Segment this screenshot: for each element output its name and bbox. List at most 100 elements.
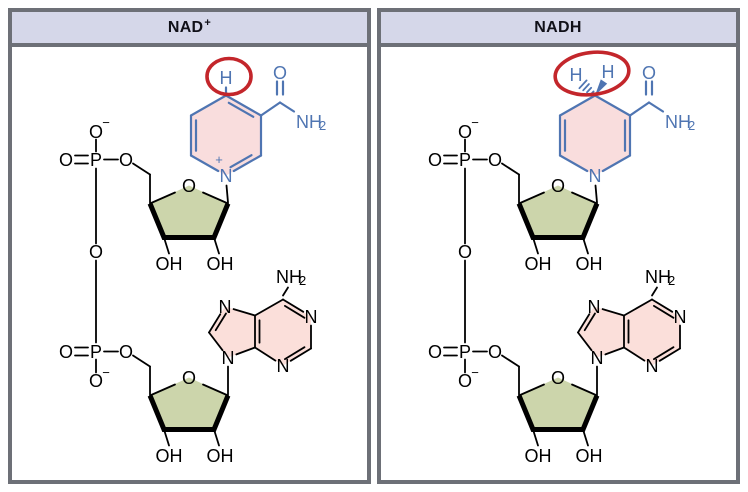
ring-bond [601, 154, 632, 173]
solid-wedge-bond [595, 79, 608, 96]
amino-label: NH [276, 267, 302, 287]
bond-to-hydroxyl [532, 428, 539, 447]
pyrophosphate-chain: O [458, 162, 520, 396]
hydroxyl-label: OH [156, 446, 183, 466]
ring-bond [149, 191, 176, 205]
oxygen-label: O [458, 371, 472, 391]
ring-bond [601, 308, 625, 317]
double-bond-inner [227, 101, 255, 118]
hydroxyl-label: OH [525, 446, 552, 466]
highlight-circle-hydrogen [205, 56, 253, 97]
hydrogen-label: H [220, 68, 233, 88]
nitrogen-label: N [220, 166, 233, 186]
oxygen-label: O [551, 176, 565, 196]
nicotinamide-fill [560, 95, 630, 176]
ring-bond [658, 347, 681, 362]
nicotinamide-ring: N+ H [189, 56, 263, 186]
oxygen-label: O [458, 122, 472, 142]
bond-to-hydroxyl [213, 236, 220, 255]
ring-bond-bold [147, 394, 231, 432]
nitrogen-label: N [219, 297, 232, 317]
ring-bond [623, 346, 646, 362]
amino-sub2-label: 2 [668, 273, 675, 288]
hydroxyl-label: OH [207, 254, 234, 274]
charge-minus: − [102, 365, 110, 380]
hydrogen-label: H [570, 65, 583, 85]
highlight-circle-hydrogens [553, 50, 631, 97]
ring-bond [224, 94, 263, 117]
nitrogen-label: N [277, 356, 290, 376]
amino-sub2-label: 2 [299, 273, 306, 288]
bond [132, 354, 151, 368]
bond [259, 101, 282, 117]
ring-bond [202, 191, 229, 205]
ring-bond [577, 331, 593, 352]
panel-header-nadh: NADH [381, 12, 736, 47]
bond-to-hydroxyl [532, 236, 539, 255]
hydroxyl-label: OH [207, 446, 234, 466]
ring-bond [571, 191, 598, 205]
ring-bond [558, 154, 589, 173]
bond-to-hydroxyl [582, 428, 589, 447]
panel-title-superscript: + [204, 16, 212, 29]
oxygen-label: O [182, 368, 196, 388]
panel-header-nad-plus: NAD+ [12, 12, 367, 47]
oxygen-label: O [119, 150, 133, 170]
oxygen-label: O [59, 150, 73, 170]
ring-bond-bold [516, 394, 600, 432]
charge-plus: + [215, 152, 223, 167]
hydroxyl-label: OH [576, 254, 603, 274]
double-bond-inner [652, 304, 675, 319]
oxygen-label: O [273, 63, 287, 83]
ring-bond [289, 347, 312, 362]
ring-bond [235, 346, 256, 356]
nitrogen-label: N [222, 348, 235, 368]
oxygen-label: O [89, 371, 103, 391]
ring-bond [518, 383, 545, 397]
oxygen-label: O [551, 368, 565, 388]
phosphorus-label: P [90, 150, 102, 170]
hydroxyl-label: OH [525, 254, 552, 274]
ring-bond-bold [516, 202, 600, 240]
bond [647, 101, 665, 113]
nicotinamide-fill [191, 95, 261, 176]
phosphorus-label: P [90, 342, 102, 362]
nitrogen-label: N [646, 356, 659, 376]
oxygen-label: O [59, 342, 73, 362]
hash-mark [582, 83, 590, 92]
bond [628, 101, 651, 117]
ring-bond-bold [147, 202, 231, 240]
glycosidic-bond [594, 184, 598, 204]
double-bond-inner [652, 346, 675, 361]
panel-title: NAD [167, 18, 204, 36]
hydroxyl-label: OH [156, 254, 183, 274]
panel-title: NADH [534, 18, 582, 36]
ribose-adenine: O OH OH [516, 368, 603, 466]
phosphorus-label: P [459, 342, 471, 362]
bond [132, 162, 151, 176]
bridge-oxygen-label: O [89, 242, 103, 262]
ring-bond [604, 346, 625, 356]
bond-to-hydroxyl [163, 236, 170, 255]
ring-bond [651, 298, 674, 313]
oxygen-label: O [488, 150, 502, 170]
hydroxyl-label: OH [576, 446, 603, 466]
charge-minus: − [471, 115, 479, 130]
double-bond-inner [283, 346, 306, 361]
oxygen-label: O [428, 342, 442, 362]
hydrogen-label: H [602, 62, 615, 82]
bond [501, 162, 520, 176]
ring-bond [232, 308, 256, 317]
